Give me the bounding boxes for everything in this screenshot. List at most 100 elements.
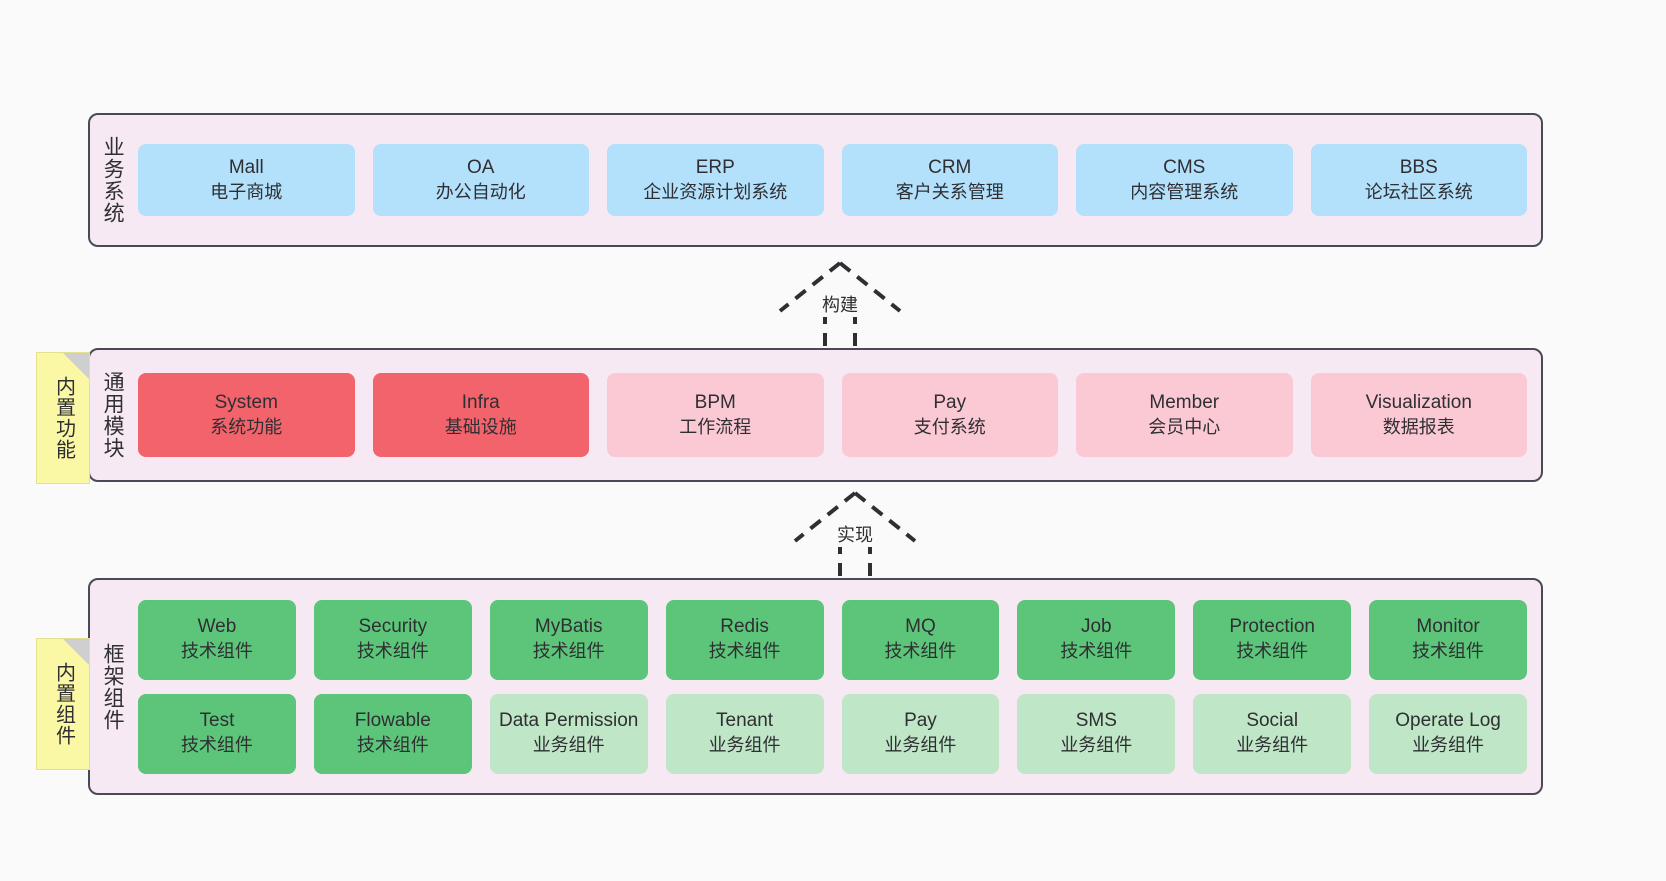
card-title: CRM bbox=[928, 156, 972, 178]
card-mybatis[interactable]: MyBatis 技术组件 bbox=[489, 599, 648, 680]
card-subtitle: 企业资源计划系统 bbox=[643, 181, 788, 202]
card-subtitle: 电子商城 bbox=[210, 181, 283, 202]
card-title: Data Permission bbox=[498, 710, 639, 732]
card-subtitle: 会员中心 bbox=[1148, 416, 1221, 437]
card-subtitle: 技术组件 bbox=[708, 641, 781, 662]
card-job[interactable]: Job 技术组件 bbox=[1017, 599, 1176, 680]
card-system[interactable]: System 系统功能 bbox=[138, 373, 355, 457]
arrow-build-label: 构建 bbox=[820, 291, 860, 317]
card-title: Security bbox=[358, 616, 428, 638]
note-label: 内置功能 bbox=[52, 376, 75, 460]
card-cms[interactable]: CMS 内容管理系统 bbox=[1076, 144, 1293, 216]
card-title: Pay bbox=[904, 710, 937, 732]
layer-body-business-system: Mall 电子商城 OA 办公自动化 ERP 企业资源计划系统 CRM 客户关系… bbox=[134, 115, 1541, 245]
layer-body-framework-component: Web 技术组件 Security 技术组件 MyBatis 技术组件 Redi… bbox=[134, 580, 1541, 793]
card-title: Redis bbox=[720, 616, 769, 638]
card-title: SMS bbox=[1075, 710, 1117, 732]
card-visualization[interactable]: Visualization 数据报表 bbox=[1310, 373, 1527, 457]
card-row: Web 技术组件 Security 技术组件 MyBatis 技术组件 Redi… bbox=[138, 599, 1527, 680]
card-social[interactable]: Social 业务组件 bbox=[1193, 693, 1352, 774]
note-label: 内置组件 bbox=[52, 662, 75, 746]
card-subtitle: 内容管理系统 bbox=[1130, 181, 1239, 202]
card-infra[interactable]: Infra 基础设施 bbox=[372, 373, 589, 457]
card-monitor[interactable]: Monitor 技术组件 bbox=[1369, 599, 1527, 680]
layer-body-common-module: System 系统功能 Infra 基础设施 BPM 工作流程 Pay 支付系统… bbox=[134, 350, 1541, 480]
card-protection[interactable]: Protection 技术组件 bbox=[1193, 599, 1352, 680]
card-title: CMS bbox=[1163, 156, 1206, 178]
card-bbs[interactable]: BBS 论坛社区系统 bbox=[1310, 144, 1527, 216]
card-title: Mall bbox=[228, 156, 264, 178]
arrow-implement-label: 实现 bbox=[835, 521, 875, 547]
note-builtin-function: 内置功能 bbox=[36, 352, 90, 484]
card-title: BPM bbox=[694, 391, 736, 413]
card-subtitle: 业务组件 bbox=[532, 735, 605, 756]
note-builtin-component: 内置组件 bbox=[36, 638, 90, 770]
layer-title-business-system: 业务系统 bbox=[101, 136, 125, 224]
card-subtitle: 技术组件 bbox=[180, 735, 253, 756]
card-subtitle: 技术组件 bbox=[884, 641, 957, 662]
card-bpm[interactable]: BPM 工作流程 bbox=[607, 373, 824, 457]
card-row: Test 技术组件 Flowable 技术组件 Data Permission … bbox=[138, 693, 1527, 774]
card-subtitle: 技术组件 bbox=[356, 641, 429, 662]
card-title: Flowable bbox=[354, 710, 431, 732]
card-title: ERP bbox=[695, 156, 735, 178]
card-subtitle: 数据报表 bbox=[1382, 416, 1455, 437]
card-subtitle: 业务组件 bbox=[1412, 735, 1485, 756]
layer-title-common-module: 通用模块 bbox=[101, 371, 125, 459]
card-subtitle: 论坛社区系统 bbox=[1364, 181, 1473, 202]
card-subtitle: 技术组件 bbox=[356, 735, 429, 756]
card-subtitle: 技术组件 bbox=[1236, 641, 1309, 662]
card-subtitle: 工作流程 bbox=[679, 416, 752, 437]
card-title: MQ bbox=[905, 616, 936, 638]
card-title: Operate Log bbox=[1395, 710, 1501, 732]
card-subtitle: 业务组件 bbox=[1060, 735, 1133, 756]
layer-business-system: 业务系统 Mall 电子商城 OA 办公自动化 ERP 企业资源计划系统 CRM… bbox=[88, 113, 1543, 247]
card-title: Monitor bbox=[1416, 616, 1480, 638]
card-title: Web bbox=[197, 616, 237, 638]
card-title: Member bbox=[1149, 391, 1220, 413]
card-title: Test bbox=[199, 710, 235, 732]
card-subtitle: 业务组件 bbox=[1236, 735, 1309, 756]
card-title: MyBatis bbox=[534, 616, 603, 638]
card-subtitle: 业务组件 bbox=[708, 735, 781, 756]
card-erp[interactable]: ERP 企业资源计划系统 bbox=[607, 144, 824, 216]
card-title: Pay bbox=[933, 391, 967, 413]
card-security[interactable]: Security 技术组件 bbox=[313, 599, 472, 680]
card-subtitle: 客户关系管理 bbox=[895, 181, 1004, 202]
card-title: Social bbox=[1246, 710, 1299, 732]
card-subtitle: 技术组件 bbox=[1060, 641, 1133, 662]
arrow-build: 构建 bbox=[760, 257, 920, 357]
card-web[interactable]: Web 技术组件 bbox=[138, 599, 296, 680]
card-title: Tenant bbox=[716, 710, 774, 732]
card-pay-module[interactable]: Pay 支付系统 bbox=[841, 373, 1058, 457]
card-subtitle: 系统功能 bbox=[210, 416, 283, 437]
card-subtitle: 办公自动化 bbox=[435, 181, 526, 202]
card-crm[interactable]: CRM 客户关系管理 bbox=[841, 144, 1058, 216]
card-pay-component[interactable]: Pay 业务组件 bbox=[841, 693, 1000, 774]
card-oa[interactable]: OA 办公自动化 bbox=[372, 144, 589, 216]
card-data-permission[interactable]: Data Permission 业务组件 bbox=[489, 693, 648, 774]
layer-framework-component: 框架组件 Web 技术组件 Security 技术组件 MyBatis 技术组件… bbox=[88, 578, 1543, 795]
card-mall[interactable]: Mall 电子商城 bbox=[138, 144, 355, 216]
card-redis[interactable]: Redis 技术组件 bbox=[665, 599, 824, 680]
card-flowable[interactable]: Flowable 技术组件 bbox=[313, 693, 472, 774]
card-subtitle: 支付系统 bbox=[913, 416, 986, 437]
card-operate-log[interactable]: Operate Log 业务组件 bbox=[1369, 693, 1527, 774]
card-subtitle: 业务组件 bbox=[884, 735, 957, 756]
card-row: System 系统功能 Infra 基础设施 BPM 工作流程 Pay 支付系统… bbox=[138, 373, 1527, 457]
card-title: Protection bbox=[1229, 616, 1315, 638]
card-title: Job bbox=[1080, 616, 1112, 638]
card-test[interactable]: Test 技术组件 bbox=[138, 693, 296, 774]
card-subtitle: 基础设施 bbox=[444, 416, 517, 437]
card-subtitle: 技术组件 bbox=[180, 641, 253, 662]
card-sms[interactable]: SMS 业务组件 bbox=[1017, 693, 1176, 774]
card-tenant[interactable]: Tenant 业务组件 bbox=[665, 693, 824, 774]
card-member[interactable]: Member 会员中心 bbox=[1076, 373, 1293, 457]
layer-common-module: 通用模块 System 系统功能 Infra 基础设施 BPM 工作流程 Pay… bbox=[88, 348, 1543, 482]
card-mq[interactable]: MQ 技术组件 bbox=[841, 599, 1000, 680]
card-title: System bbox=[214, 391, 278, 413]
layer-title-framework-component: 框架组件 bbox=[101, 642, 125, 731]
card-title: Infra bbox=[461, 391, 500, 413]
card-row: Mall 电子商城 OA 办公自动化 ERP 企业资源计划系统 CRM 客户关系… bbox=[138, 144, 1527, 216]
